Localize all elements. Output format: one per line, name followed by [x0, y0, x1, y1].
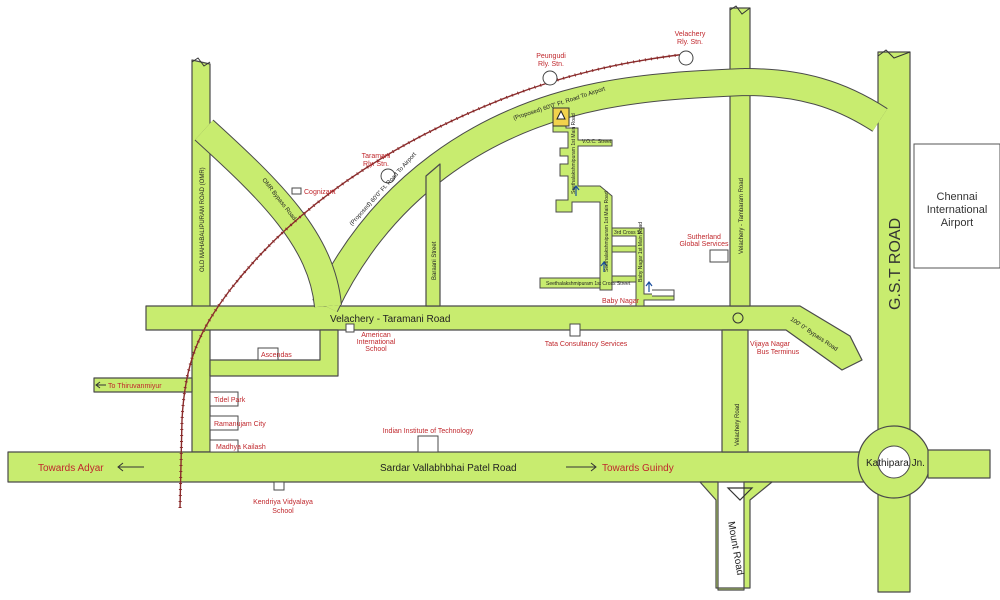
- kendriya-label-2: School: [272, 508, 294, 515]
- iit-label: Indian Institute of Technology: [383, 428, 474, 435]
- adyar-label: Towards Adyar: [38, 463, 104, 474]
- cognizant-building: [291, 187, 302, 195]
- thiruvanmiyur-arrow-icon: [95, 381, 106, 389]
- svp-road-label: Sardar Vallabhbhai Patel Road: [380, 463, 517, 474]
- railway-line: [178, 52, 687, 509]
- vijaya-nagar-label: Vijaya Nagar: [750, 341, 791, 348]
- sutherland-label-2: Global Services: [679, 241, 729, 248]
- baraani-label: Baraani Street: [432, 241, 438, 280]
- guindy-arrow-icon: [566, 462, 597, 472]
- velachery-station-label-2: Rly. Stn.: [677, 39, 703, 46]
- sutherland-building: [709, 249, 729, 263]
- baby-nagar-building: [652, 289, 675, 297]
- velachery-tambaram-label: Velachery - Tambaram Road: [739, 178, 745, 254]
- thiruvanmiyur-road: [93, 377, 193, 393]
- american-school-label-3: School: [365, 346, 387, 353]
- mount-road-label: Mount Road: [725, 521, 745, 577]
- omr-south-road: [191, 329, 211, 453]
- third-cross-label: 3rd Cross St.: [614, 230, 643, 236]
- omr-bypass-road: [195, 120, 341, 308]
- kendriya-building: [273, 481, 285, 491]
- proposed-road: [313, 69, 888, 312]
- velachery-road-label: Velachery Road: [735, 404, 741, 446]
- tidel-park-building: [209, 391, 239, 407]
- adyar-arrow-icon: [117, 462, 144, 472]
- ramanujam-building: [209, 415, 239, 431]
- velachery-taramani-label: Velachery - Taramani Road: [330, 314, 450, 325]
- kathipara-label: Kathipara Jn.: [866, 458, 925, 469]
- bus-terminus-icon: [732, 312, 744, 324]
- american-school-building: [345, 323, 355, 333]
- baby-nagar-label: Baby Nagar: [602, 298, 640, 305]
- peungudi-station-label: Peungudi: [536, 53, 566, 60]
- gst-road-label: G.S.T ROAD: [887, 218, 904, 310]
- ascendas-label: Ascendas: [261, 352, 292, 359]
- ascendas-building: [257, 347, 279, 361]
- madhya-kailash-building: [209, 439, 239, 453]
- airport-label-2: International: [927, 204, 988, 216]
- madhya-kailash-label: Madhya Kailash: [216, 444, 266, 451]
- peungudi-station-icon: [542, 70, 558, 86]
- seethalakshmipuram-lanes: [539, 111, 675, 307]
- baby-nagar-street-label: Baby Nagar 1st Main Road: [638, 222, 644, 282]
- taramani-station-label-2: Rly. Stn.: [363, 161, 389, 168]
- ascendas-loop-road: [209, 329, 339, 377]
- gst-road-south: [877, 491, 911, 593]
- seethalakshmi-main-label: Seethalakshmipuram 1st Main Road: [571, 113, 577, 194]
- tcs-building: [569, 323, 581, 337]
- tcs-label: Tata Consultancy Services: [545, 341, 628, 348]
- kendriya-label: Kendriya Vidyalaya: [253, 499, 313, 506]
- airport-building: [913, 143, 1000, 269]
- american-school-label-2: International: [357, 339, 396, 346]
- mount-road-arrow-icon: [726, 487, 754, 501]
- seethalakshmi-main-label-2: Seethalakshmipuram 1st Main Road: [604, 191, 610, 272]
- peungudi-station-label-2: Rly. Stn.: [538, 61, 564, 68]
- velachery-road: [721, 329, 749, 453]
- taramani-station-icon: [380, 168, 396, 184]
- american-school-label: American: [361, 332, 391, 339]
- cognizant-label: Cognizant: [304, 189, 336, 196]
- velachery-tambaram-road: [729, 7, 751, 307]
- baraani-street: [425, 163, 441, 307]
- ramanujam-label: Ramanujam City: [214, 421, 266, 428]
- vijaya-nagar-label-2: Bus Terminus: [757, 349, 800, 356]
- taramani-station-label: Taramani: [362, 153, 391, 160]
- airport-label: Chennai: [937, 191, 978, 203]
- sutherland-label: Sutherland: [687, 234, 721, 241]
- svp-east-road: [927, 449, 991, 479]
- mount-road: [699, 481, 773, 591]
- kathipara-center: [877, 445, 911, 479]
- iit-building: [417, 435, 439, 453]
- airport-label-3: Airport: [941, 217, 973, 229]
- voc-street-label: V.O.C. Street: [582, 139, 612, 145]
- velachery-taramani-road: [145, 305, 863, 371]
- site-marker-icon: [552, 107, 570, 127]
- lane-arrows-icon: [572, 185, 653, 292]
- tidel-park-label: Tidel Park: [214, 397, 246, 404]
- guindy-label: Towards Guindy: [602, 463, 674, 474]
- thiruvanmiyur-label: To Thiruvanmiyur: [108, 383, 162, 390]
- omr-label: OLD MAHABALIPURAM ROAD (OMR): [200, 167, 206, 272]
- velachery-station-label: Velachery: [675, 31, 706, 38]
- velachery-station-icon: [678, 50, 694, 66]
- seethalakshmi-cross-label: Seethalakshmipuram 1st Cross Street: [546, 281, 631, 287]
- road-break-marks: [191, 5, 911, 67]
